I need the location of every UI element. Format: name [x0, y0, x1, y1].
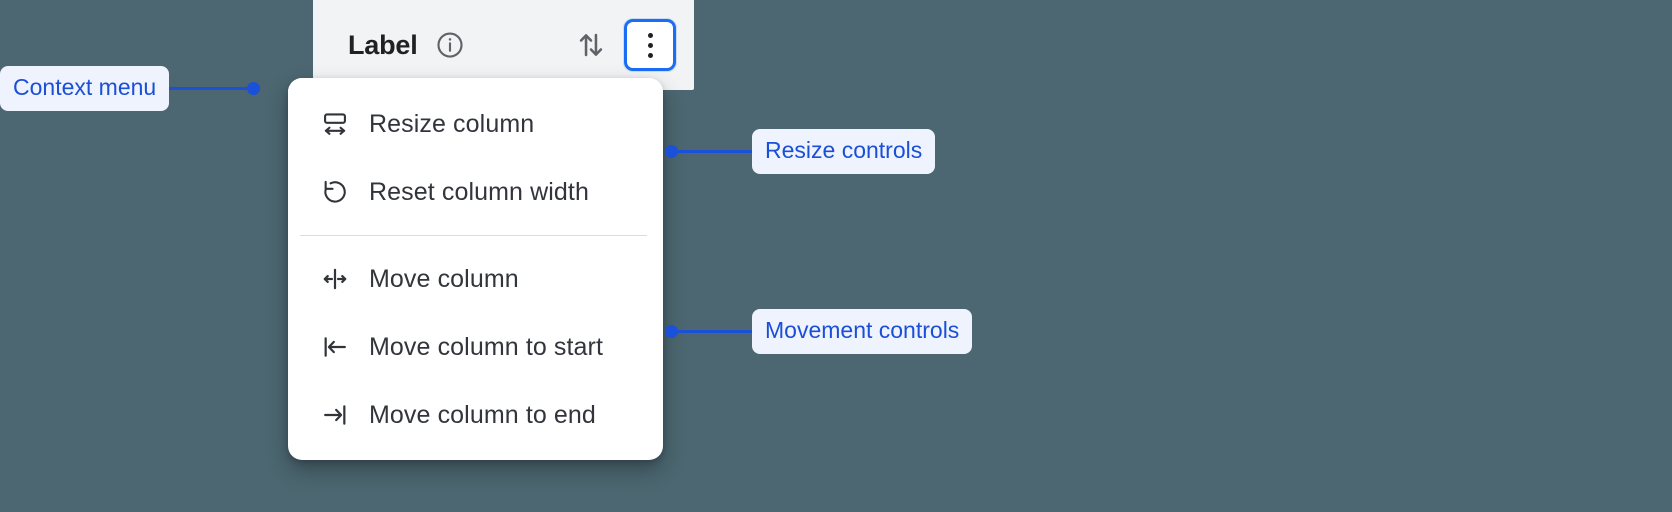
- annotation-context-menu: Context menu: [0, 66, 261, 111]
- move-column-icon: [321, 265, 349, 293]
- page-title: Label: [348, 29, 418, 60]
- menu-item-label: Reset column width: [369, 177, 589, 206]
- annotation-label: Context menu: [0, 66, 170, 111]
- annotation-leader-line: [169, 87, 248, 90]
- resize-column-icon: [321, 110, 349, 138]
- column-header-bar: Label: [313, 0, 694, 90]
- menu-item-label: Move column to end: [369, 400, 596, 429]
- menu-item-move-column-to-end[interactable]: Move column to end: [288, 381, 663, 438]
- menu-item-move-column-to-start[interactable]: Move column to start: [288, 313, 663, 381]
- column-overflow-menu-button[interactable]: [624, 19, 676, 71]
- context-menu: Resize column Reset column width: [288, 78, 663, 438]
- annotation-leader-line: [678, 150, 752, 153]
- menu-item-label: Resize column: [369, 109, 535, 138]
- info-circle-icon[interactable]: [435, 30, 465, 60]
- kebab-menu-icon-dot2: [647, 42, 653, 48]
- menu-item-move-column[interactable]: Move column: [288, 245, 663, 313]
- annotation-anchor-dot: [665, 145, 678, 158]
- kebab-menu-icon-dot3: [647, 52, 653, 58]
- annotation-resize-controls: Resize controls: [665, 129, 936, 174]
- annotation-anchor-dot: [247, 82, 261, 95]
- menu-divider: [300, 235, 647, 236]
- move-to-start-icon: [321, 333, 349, 361]
- menu-item-reset-column-width[interactable]: Reset column width: [288, 158, 663, 226]
- sort-updown-icon[interactable]: [574, 28, 608, 62]
- kebab-menu-icon: [647, 32, 653, 38]
- annotation-anchor-dot: [665, 325, 678, 338]
- annotation-leader-line: [678, 330, 752, 333]
- menu-item-label: Move column to start: [369, 332, 604, 361]
- annotation-movement-controls: Movement controls: [665, 309, 973, 354]
- menu-item-resize-column[interactable]: Resize column: [288, 90, 663, 158]
- reset-width-icon: [321, 178, 349, 206]
- menu-item-label: Move column: [369, 264, 519, 293]
- move-to-end-icon: [321, 401, 349, 429]
- annotation-label: Resize controls: [752, 129, 936, 174]
- annotation-label: Movement controls: [752, 309, 973, 354]
